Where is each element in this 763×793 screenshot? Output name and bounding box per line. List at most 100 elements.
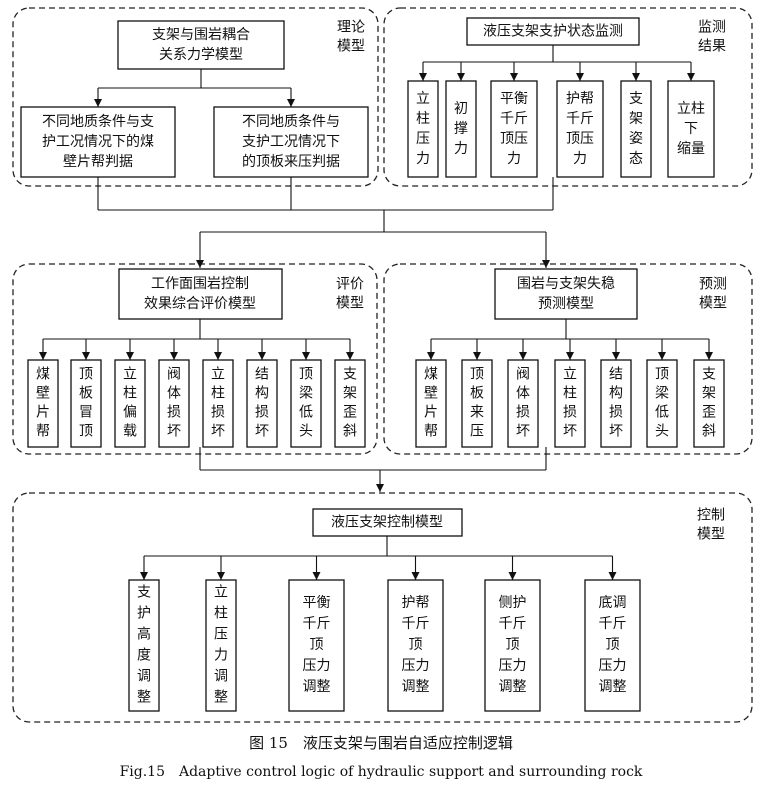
arrowhead [140, 572, 148, 580]
control-item-label-line: 压 [214, 627, 228, 643]
prediction-tag-line: 预测 [699, 277, 727, 293]
theory-model-panel [12, 7, 379, 187]
arrowhead [612, 352, 620, 360]
theory-coal-wall-box [20, 106, 176, 178]
arrowhead [508, 572, 517, 580]
prediction-item-box [693, 359, 725, 448]
arrowhead [302, 352, 310, 360]
arrowhead [376, 484, 384, 492]
control-item-label-line: 力 [214, 648, 228, 664]
control-item-label-line: 顶 [409, 637, 423, 653]
prediction-item-label-line: 壁 [424, 386, 438, 402]
evaluation-panel [12, 263, 378, 455]
arrowhead [196, 260, 204, 268]
evaluation-item-label-line: 坏 [167, 424, 181, 440]
evaluation-item-label-line: 体 [167, 386, 181, 402]
control-item-label-line: 平衡 [303, 595, 331, 611]
monitor-item-label-line: 平衡 [500, 91, 528, 107]
theory-main-label-line: 支架与围岩耦合 [152, 27, 250, 43]
control-item-label-line: 高 [137, 626, 151, 643]
prediction-item-label-line: 支 [702, 367, 716, 383]
evaluation-main-box [118, 268, 283, 320]
control-item-box [584, 579, 641, 712]
figure-caption-cn: 图 15 液压支架与围岩自适应控制逻辑 [249, 734, 513, 752]
prediction-item-box [415, 359, 447, 448]
arrowhead [346, 352, 354, 360]
control-item-label-line: 调 [214, 669, 228, 685]
monitor-item-label-line: 顶压 [566, 131, 594, 147]
monitor-item-label-line: 下 [684, 121, 698, 137]
evaluation-item-box [246, 359, 278, 448]
control-item-box [484, 579, 541, 712]
arrowhead [214, 352, 222, 360]
monitor-item-box [667, 80, 715, 178]
arrowhead [170, 352, 178, 360]
prediction-item-label-line: 坏 [516, 424, 530, 440]
evaluation-item-label-line: 低 [299, 405, 313, 421]
prediction-item-label-line: 帮 [424, 424, 438, 440]
evaluation-item-label-line: 损 [167, 405, 181, 421]
evaluation-item-label-line: 帮 [36, 424, 50, 440]
theory-main-box [117, 20, 285, 70]
theory-main-label-line: 关系力学模型 [159, 47, 243, 63]
monitor-item-box [407, 80, 439, 178]
prediction-item-label-line: 架 [702, 386, 716, 402]
control-item-box [128, 579, 160, 712]
monitor-item-label-line: 态 [629, 151, 643, 167]
evaluation-item-label-line: 柱 [211, 386, 225, 402]
arrowhead [576, 73, 584, 81]
control-item-label-line: 护帮 [402, 595, 430, 611]
monitor-item-label-line: 顶压 [500, 131, 528, 147]
control-item-label-line: 支 [137, 585, 151, 601]
arrowhead [658, 352, 666, 360]
evaluation-item-label-line: 壁 [36, 386, 50, 402]
evaluation-main-label-line: 工作面围岩控制 [151, 276, 249, 292]
monitor-item-box [556, 80, 604, 178]
monitor-tag-line: 结果 [698, 39, 726, 55]
monitor-tag-line: 监测 [698, 20, 726, 36]
prediction-item-label-line: 煤 [424, 367, 438, 383]
prediction-item-label-line: 头 [655, 424, 669, 440]
evaluation-item-label-line: 结 [255, 367, 269, 383]
arrowhead [94, 99, 102, 107]
monitor-main-box [466, 17, 640, 46]
evaluation-item-label-line: 支 [343, 367, 357, 383]
control-item-label-line: 调整 [303, 679, 331, 695]
evaluation-item-label-line: 梁 [299, 386, 313, 402]
theory-roof-label-line: 的顶板来压判据 [242, 154, 340, 170]
arrowhead [411, 572, 420, 580]
evaluation-item-label-line: 构 [255, 386, 269, 402]
arrowhead [687, 73, 695, 81]
control-item-label-line: 调 [137, 669, 151, 685]
control-item-label-line: 调整 [599, 679, 627, 695]
arrowhead [457, 73, 465, 81]
control-item-box [205, 579, 237, 712]
monitor-item-label-line: 架 [629, 111, 643, 127]
prediction-main-label-line: 预测模型 [538, 296, 594, 312]
evaluation-item-box [114, 359, 146, 448]
evaluation-item-label-line: 柱 [123, 386, 137, 402]
theory-coal-wall-label-line: 不同地质条件与支 [42, 113, 154, 130]
evaluation-item-label-line: 顶 [79, 367, 93, 383]
theory-roof-label-line: 不同地质条件与 [242, 113, 340, 130]
theory-coal-wall-label-line: 护工况情况下的煤 [42, 134, 154, 150]
monitor-item-label-line: 姿 [629, 131, 643, 147]
prediction-item-box [600, 359, 632, 448]
control-item-box [288, 579, 345, 712]
evaluation-item-box [27, 359, 59, 448]
arrowhead [287, 99, 295, 107]
prediction-item-label-line: 顶 [655, 367, 669, 383]
control-item-label-line: 调整 [499, 679, 527, 695]
control-item-label-line: 千斤 [499, 616, 527, 632]
control-panel [12, 492, 753, 723]
evaluation-tag-line: 模型 [336, 296, 364, 312]
control-item-label-line: 压力 [599, 658, 627, 674]
arrowhead [705, 352, 713, 360]
monitor-item-label-line: 力 [573, 151, 587, 167]
prediction-main-label-line: 围岩与支架失稳 [517, 276, 615, 292]
control-item-box [387, 579, 444, 712]
prediction-item-label-line: 坏 [563, 424, 577, 440]
monitor-item-label-line: 缩量 [677, 141, 705, 157]
arrowhead [82, 352, 90, 360]
monitor-item-label-line: 护帮 [566, 91, 594, 107]
